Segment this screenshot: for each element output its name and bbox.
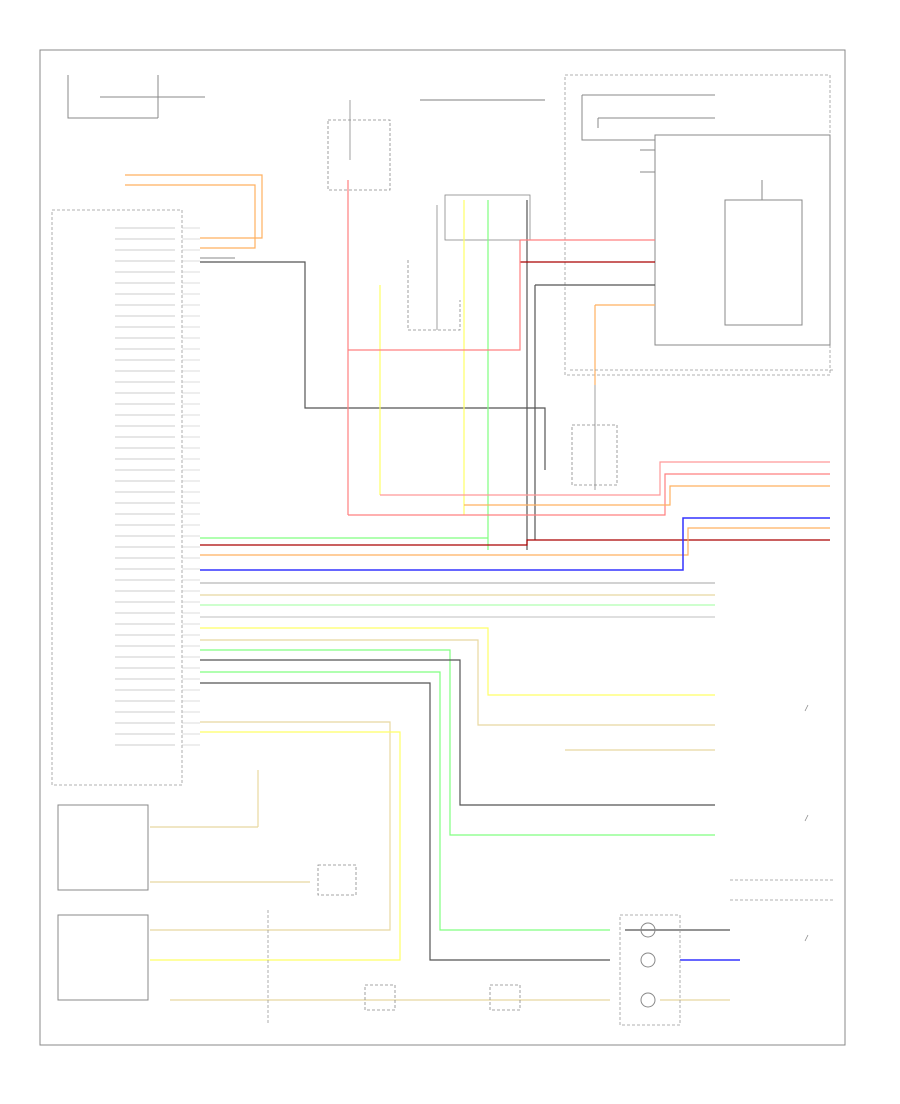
diagram-border (39, 49, 846, 1046)
orange-wires-top (125, 174, 546, 470)
seat-belt-switch-box (571, 385, 618, 490)
ground-icon (804, 934, 809, 942)
ground-icon (804, 704, 809, 712)
top-fuse-block (327, 100, 391, 191)
bottom-airbag-connectors (364, 914, 681, 1026)
top-left-module (67, 75, 205, 119)
srs-unit-box (51, 209, 183, 786)
airbag-connector-icon (640, 922, 656, 938)
ws-connections (348, 239, 655, 540)
right-exit-wires (200, 461, 830, 571)
seat-belt-box-left (57, 770, 357, 1025)
ground-symbols (804, 704, 809, 942)
right-short-wires (170, 749, 740, 1001)
center-relay-box (407, 194, 531, 331)
airbag-connector-icon (640, 992, 656, 1008)
srs-pin-column (115, 227, 200, 746)
ground-icon (804, 814, 809, 822)
horizontal-harness (200, 582, 715, 961)
vertical-wires (347, 180, 528, 550)
airbag-connector-icon (640, 952, 656, 968)
front-passenger-ws-box (564, 74, 831, 376)
